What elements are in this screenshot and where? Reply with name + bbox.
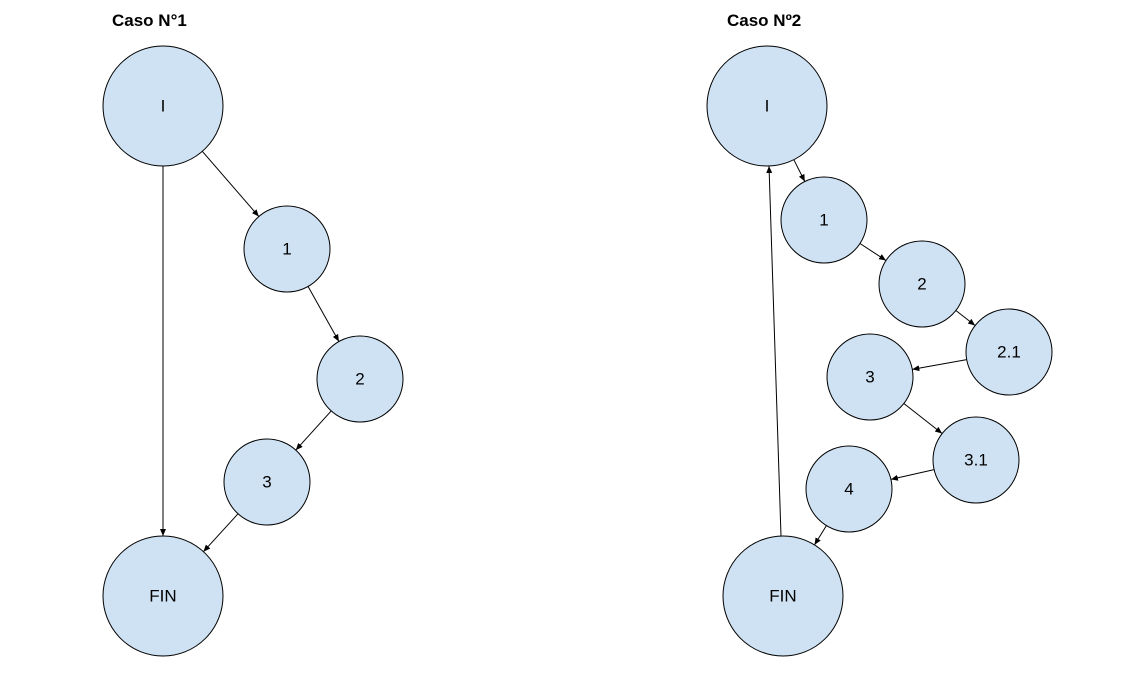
edge-arrow: [307, 286, 340, 342]
node-circle: [722, 535, 844, 657]
node: 1: [780, 176, 868, 264]
node-label: I: [161, 97, 166, 116]
edge-arrow: [903, 403, 943, 434]
node: 3: [826, 333, 914, 421]
node: 2: [878, 240, 966, 328]
node: FIN: [102, 535, 224, 657]
node: 3: [223, 438, 311, 526]
node: 3.1: [932, 416, 1020, 504]
node-circle: [780, 176, 868, 264]
node: 2: [316, 335, 404, 423]
node-circle: [706, 45, 828, 167]
node-circle: [878, 240, 966, 328]
node-circle: [805, 445, 893, 533]
edge-arrow: [955, 310, 976, 326]
node: 1: [243, 205, 331, 293]
node: I: [706, 45, 828, 167]
diagram-title: Caso N°1: [112, 11, 187, 30]
node-label: FIN: [149, 587, 176, 606]
node-label: 3: [262, 473, 271, 492]
node-label: 3: [865, 368, 874, 387]
node-circle: [826, 333, 914, 421]
node-label: FIN: [769, 587, 796, 606]
node-label: I: [765, 97, 770, 116]
node-label: 3.1: [964, 451, 988, 470]
node: 4: [805, 445, 893, 533]
node-label: 4: [844, 480, 853, 499]
edge-arrow: [793, 159, 806, 182]
node-label: 1: [819, 211, 828, 230]
diagram-title: Caso Nº2: [727, 11, 801, 30]
node-circle: [243, 205, 331, 293]
node: I: [102, 45, 224, 167]
edge-arrow: [890, 469, 935, 481]
edge-group: [766, 159, 976, 546]
node-circle: [223, 438, 311, 526]
node-circle: [102, 45, 224, 167]
node-label: 2.1: [997, 343, 1021, 362]
node-circle: [316, 335, 404, 423]
edge-group: [160, 150, 340, 553]
edge-arrow: [201, 150, 260, 217]
edge-arrow: [859, 243, 887, 261]
edge-arrow: [295, 410, 332, 451]
edge-arrow: [912, 359, 967, 372]
node-circle: [932, 416, 1020, 504]
node-label: 2: [917, 275, 926, 294]
edge-arrow: [203, 513, 239, 553]
node-circle: [102, 535, 224, 657]
node: 2.1: [965, 308, 1053, 396]
node-circle: [965, 308, 1053, 396]
edge-arrow: [814, 525, 827, 546]
node-label: 1: [282, 240, 291, 259]
node: FIN: [722, 535, 844, 657]
edge-arrow: [766, 165, 782, 537]
node-label: 2: [355, 370, 364, 389]
